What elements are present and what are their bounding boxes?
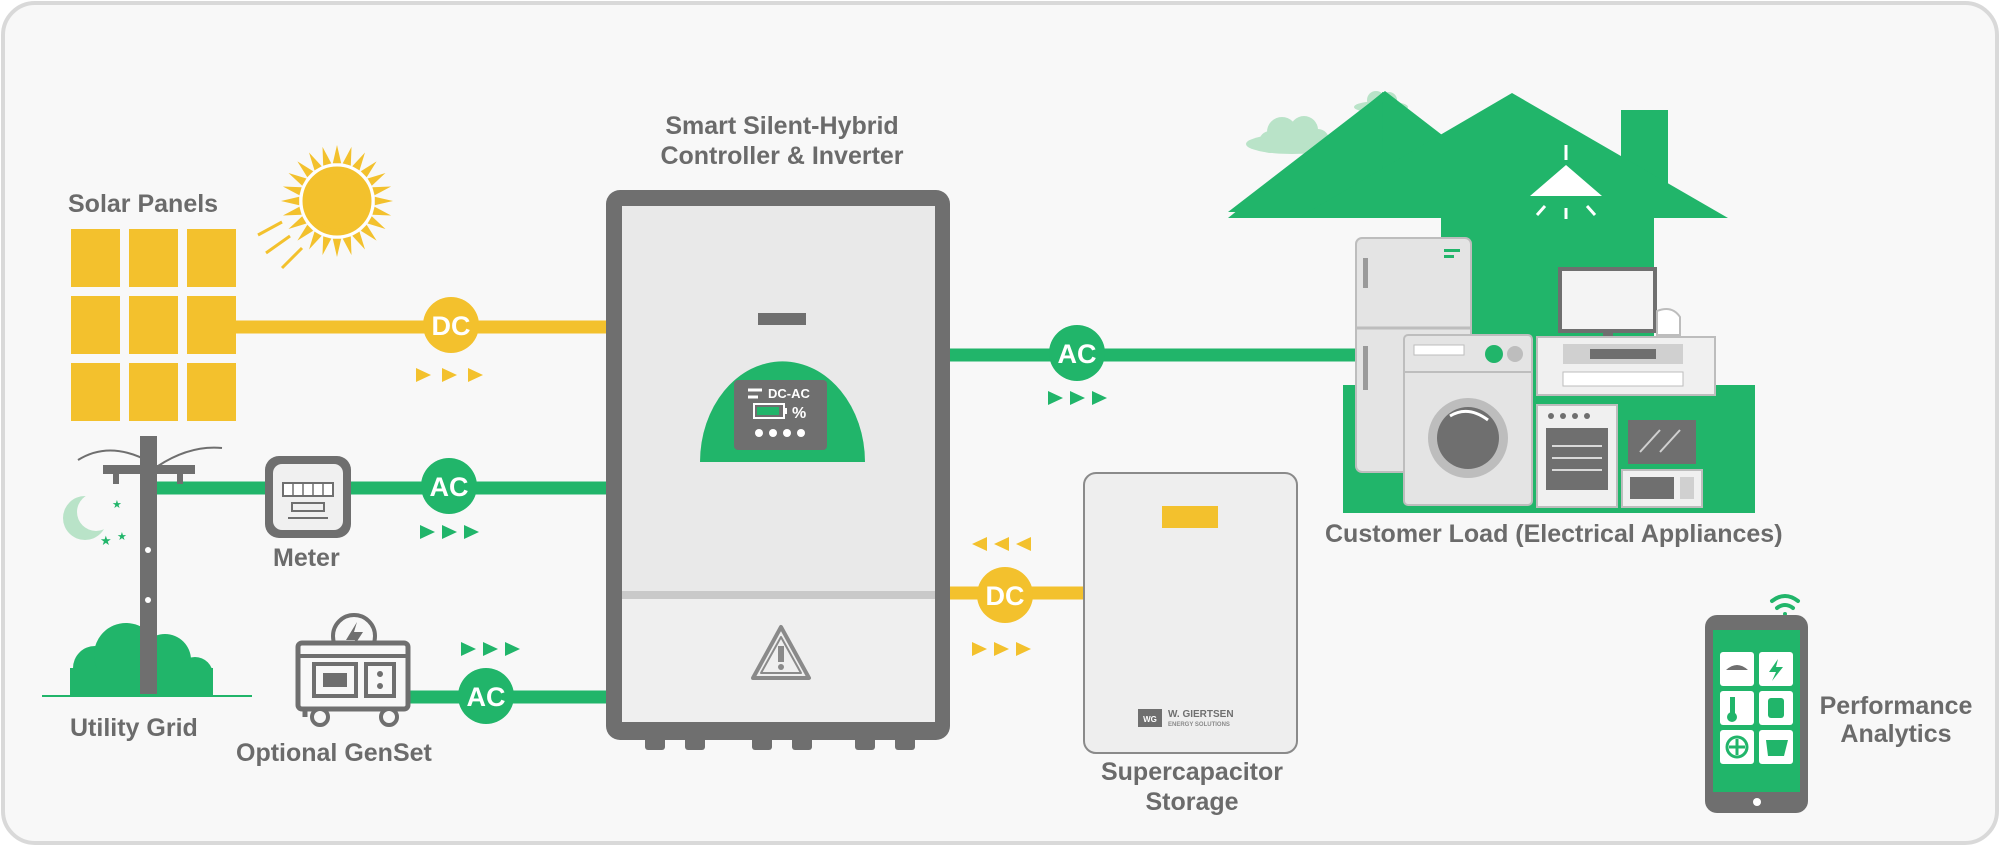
sun-ray xyxy=(360,161,377,178)
storage-label-line2: Storage xyxy=(1145,788,1238,816)
tv-icon xyxy=(1558,267,1681,339)
sun-ray xyxy=(309,231,322,250)
storage-discharge-arrows xyxy=(972,642,1031,656)
load-flow-arrows xyxy=(1048,391,1107,405)
grid-flow-arrows xyxy=(420,525,479,539)
brand-name: W. GIERTSEN xyxy=(1168,709,1234,720)
sun-ray xyxy=(297,224,314,241)
meter-label: Meter xyxy=(273,544,340,572)
genset-ac-badge: AC xyxy=(458,668,514,724)
sun-ray xyxy=(372,206,392,216)
sun-ray xyxy=(374,196,393,206)
display-mode: DC-AC xyxy=(768,386,810,401)
brand-logo: WG xyxy=(1143,715,1157,724)
inverter-unit: DC-AC % xyxy=(606,190,950,750)
storage-charge-arrows xyxy=(972,537,1031,551)
genset-flow-arrows xyxy=(461,642,520,656)
microwave-icon xyxy=(1621,420,1703,508)
svg-text:★: ★ xyxy=(100,533,112,548)
analytics-label-line2: Analytics xyxy=(1840,720,1951,748)
svg-text:AC: AC xyxy=(467,682,506,712)
storage-dc-badge: DC xyxy=(977,567,1033,623)
controller-label-line1: Smart Silent-Hybrid xyxy=(665,112,898,140)
sun-ray xyxy=(281,196,300,206)
sun-ray xyxy=(332,238,342,257)
sun-ray xyxy=(322,146,332,166)
sun-ray xyxy=(322,236,332,256)
sun-ray xyxy=(332,145,342,164)
temperature-app-icon xyxy=(1720,691,1754,725)
brand-tagline: ENERGY SOLUTIONS xyxy=(1168,722,1230,728)
solar-panel-array xyxy=(71,229,236,421)
sun-ray xyxy=(367,173,386,186)
supercapacitor-unit: WG W. GIERTSEN ENERGY SOLUTIONS xyxy=(1083,472,1298,754)
meter-icon xyxy=(265,456,351,538)
washing-machine-icon xyxy=(1403,334,1533,506)
sun-icon xyxy=(257,145,393,270)
sun-ray xyxy=(288,216,307,229)
sun-ray xyxy=(352,152,365,171)
genset-icon xyxy=(295,613,411,727)
sun-ray xyxy=(282,186,302,196)
svg-text:AC: AC xyxy=(1058,339,1097,369)
analytics-label-line1: Performance xyxy=(1820,692,1973,720)
controller-label-line2: Controller & Inverter xyxy=(660,142,903,170)
storage-label-line1: Supercapacitor xyxy=(1101,758,1283,786)
sun-ray xyxy=(309,152,322,171)
solar-panels-label: Solar Panels xyxy=(68,190,218,218)
moon-icon: ★ ★ ★ xyxy=(63,493,127,548)
oven-icon xyxy=(1536,404,1618,508)
warning-icon xyxy=(751,625,811,680)
optional-genset-label: Optional GenSet xyxy=(236,739,433,767)
svg-text:★: ★ xyxy=(117,531,127,543)
svg-text:DC: DC xyxy=(432,311,471,341)
load-ac-badge: AC xyxy=(1049,325,1105,381)
sun-ray xyxy=(282,206,302,216)
sun-ray xyxy=(288,173,307,186)
sun-ray xyxy=(367,216,386,229)
svg-text:AC: AC xyxy=(430,472,469,502)
solar-dc-badge: DC xyxy=(423,297,479,353)
sun-ray xyxy=(297,161,314,178)
lightning-icon xyxy=(346,622,363,652)
grid-ac-badge: AC xyxy=(421,458,477,514)
sun-ray xyxy=(372,186,392,196)
svg-text:★: ★ xyxy=(112,499,122,511)
solar-flow-arrows xyxy=(416,368,483,382)
display-unit: % xyxy=(792,405,806,422)
kettle-icon xyxy=(1656,308,1681,336)
stereo-icon xyxy=(1536,336,1716,396)
sun-ray xyxy=(352,231,365,250)
sun-ray xyxy=(360,224,377,241)
sun-ray xyxy=(342,146,352,166)
customer-load-label: Customer Load (Electrical Appliances) xyxy=(1325,520,1783,548)
phone-icon xyxy=(1705,615,1808,813)
svg-text:DC: DC xyxy=(986,581,1025,611)
lamp-icon xyxy=(1530,145,1602,219)
utility-pole-icon xyxy=(77,436,223,694)
sun-ray xyxy=(342,236,352,256)
utility-grid-label: Utility Grid xyxy=(70,714,198,742)
